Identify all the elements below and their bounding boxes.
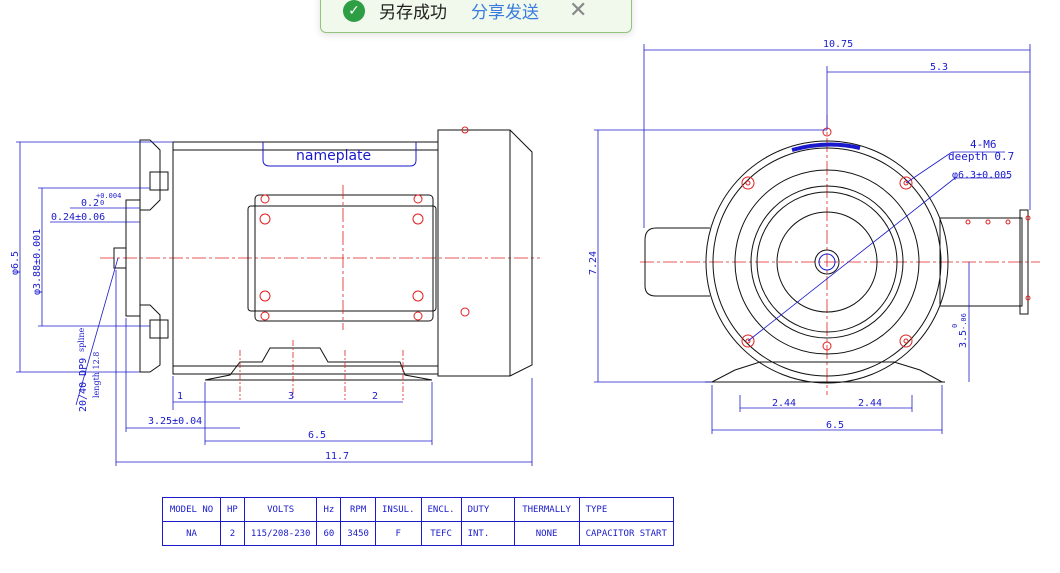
check-circle-icon: ✓ xyxy=(343,0,365,22)
spec-value-row: NA 2 115/208-230 60 3450 F TEFC INT. NON… xyxy=(162,521,674,546)
value-volts: 115/208-230 xyxy=(243,521,318,546)
nameplate-label: nameplate xyxy=(296,148,371,164)
dim-1: 1 xyxy=(177,391,183,402)
header-type: TYPE xyxy=(578,497,674,522)
dim-3-5-tol-top: 0 xyxy=(951,324,959,328)
dim-diameter-3-88: φ3.88±0.001 xyxy=(32,229,43,295)
header-thermally: THERMALLY xyxy=(513,497,580,522)
header-hp: HP xyxy=(220,497,245,522)
value-type: CAPACITOR START xyxy=(578,521,674,546)
spec-table: MODEL NO HP VOLTS Hz RPM INSUL. ENCL. DU… xyxy=(162,497,674,546)
dim-7-24: 7.24 xyxy=(588,251,599,275)
header-rpm: RPM xyxy=(340,497,376,522)
side-view xyxy=(100,126,540,400)
value-hp: 2 xyxy=(220,521,245,546)
value-duty: INT. xyxy=(460,521,515,546)
dim-bolt-circle: φ6.3±0.005 xyxy=(952,170,1012,181)
value-rpm: 3450 xyxy=(340,521,376,546)
end-view-dimensions xyxy=(594,44,1031,434)
dim-0-2-tol-top: +0.004 xyxy=(96,192,121,200)
header-hz: Hz xyxy=(316,497,342,522)
side-view-dimensions xyxy=(16,141,533,466)
dim-3: 3 xyxy=(288,391,294,402)
share-send-link[interactable]: 分享发送 xyxy=(471,3,539,23)
dim-2-44-right: 2.44 xyxy=(858,398,882,409)
value-hz: 60 xyxy=(316,521,342,546)
spline-spec: 20/40 DP9 xyxy=(78,358,89,412)
value-model-no: NA xyxy=(162,521,221,546)
header-encl: ENCL. xyxy=(420,497,462,522)
dim-6-5-side: 6.5 xyxy=(308,430,326,441)
dim-3-25: 3.25±0.04 xyxy=(148,416,202,427)
dim-6-5-end: 6.5 xyxy=(826,420,844,431)
header-volts: VOLTS xyxy=(243,497,318,522)
header-model-no: MODEL NO xyxy=(162,497,221,522)
dim-0-24: 0.24±0.06 xyxy=(51,212,105,223)
value-thermally: NONE xyxy=(513,521,580,546)
dim-2: 2 xyxy=(372,391,378,402)
header-duty: DUTY xyxy=(460,497,515,522)
dim-3-5-tol-bottom: -.06 xyxy=(960,313,968,330)
dim-0-2: 0.2 xyxy=(81,198,99,209)
spec-header-row: MODEL NO HP VOLTS Hz RPM INSUL. ENCL. DU… xyxy=(162,497,674,522)
value-insul: F xyxy=(374,521,422,546)
toast-message: 另存成功 xyxy=(379,3,447,23)
dim-depth-0-7: deepth 0.7 xyxy=(948,150,1014,163)
dim-11-7: 11.7 xyxy=(325,451,349,462)
dim-5-3: 5.3 xyxy=(930,62,948,73)
end-view xyxy=(640,115,1040,395)
header-insul: INSUL. xyxy=(374,497,422,522)
dim-10-75: 10.75 xyxy=(823,39,853,50)
dim-4-m6: 4-M6 xyxy=(970,138,997,151)
save-success-toast: ✓ 另存成功 分享发送 ✕ xyxy=(320,0,632,33)
spline-note: spline xyxy=(77,328,86,352)
dim-3-5: 3.5 xyxy=(958,330,969,348)
value-encl: TEFC xyxy=(420,521,462,546)
close-icon[interactable]: ✕ xyxy=(569,0,588,23)
dim-0-2-tol-bottom: 0 xyxy=(100,199,104,207)
spline-length: length 12.8 xyxy=(92,352,101,398)
dim-2-44-left: 2.44 xyxy=(772,398,796,409)
dim-diameter-6-5: φ6.5 xyxy=(10,251,21,275)
